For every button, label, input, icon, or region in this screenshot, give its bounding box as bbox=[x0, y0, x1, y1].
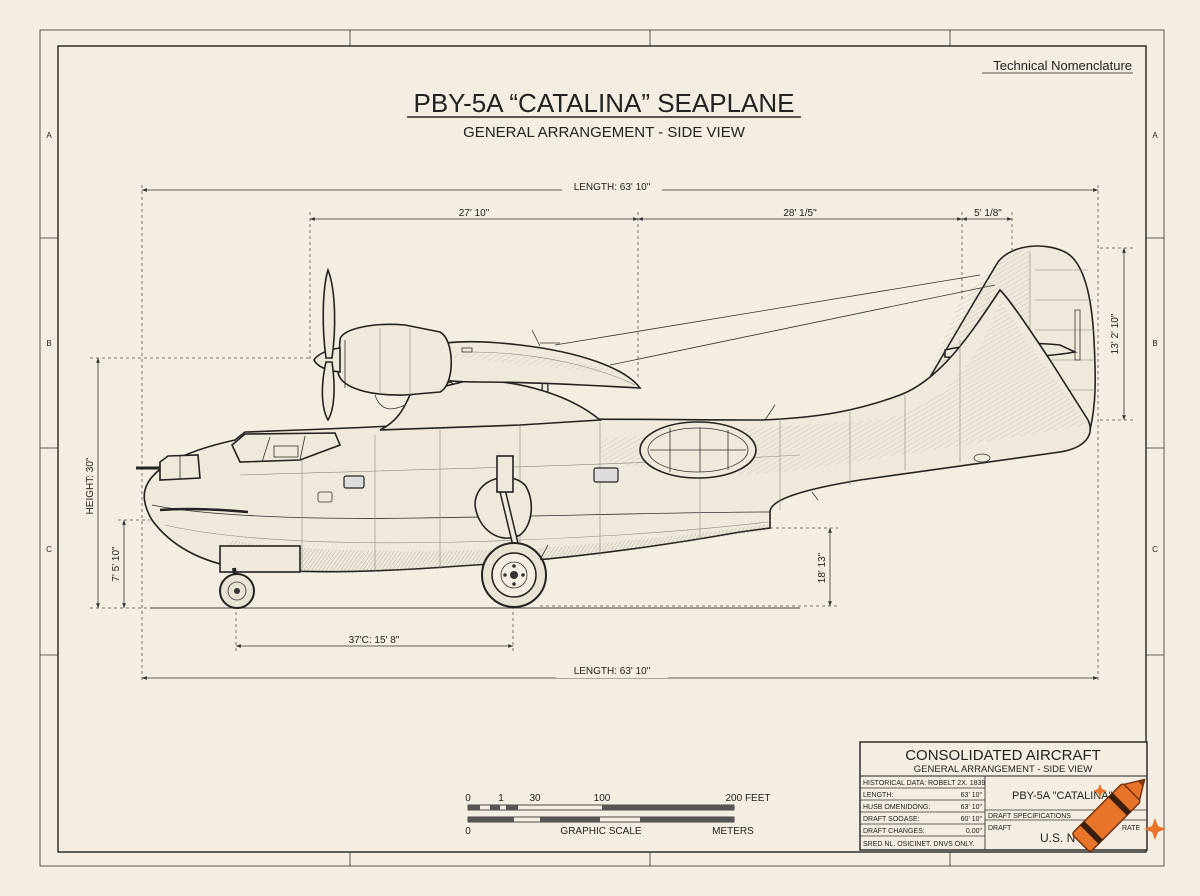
scale-tick-200: 200 FEET bbox=[725, 793, 770, 804]
border-refs-right: A B C bbox=[1152, 131, 1158, 554]
tb-row-0-label: HISTORICAL DATA: bbox=[863, 780, 926, 787]
tb-aircraft-name: PBY-5A "CATALINA" bbox=[1012, 790, 1113, 802]
dim-segment-3: 5' 1/8" bbox=[974, 208, 1002, 219]
aircraft-side-view bbox=[136, 245, 1096, 609]
corner-label: Technical Nomenclature bbox=[993, 58, 1132, 73]
tb-row-2-value: 63' 10" bbox=[961, 804, 983, 811]
tb-row-0-value: ROBELT 2X. 1839 bbox=[928, 780, 985, 787]
scale-caption: GRAPHIC SCALE bbox=[560, 826, 641, 837]
dim-length-bottom: LENGTH: 63' 10" bbox=[574, 666, 651, 677]
tb-draft-specs: DRAFT SPECIFICATIONS bbox=[988, 813, 1071, 820]
dim-segment-2: 28' 1/5" bbox=[783, 208, 817, 219]
crayon-icon bbox=[1072, 778, 1146, 852]
title-block-sheet-title: GENERAL ARRANGEMENT - SIDE VIEW bbox=[914, 764, 1092, 775]
scale-tick-100: 100 bbox=[594, 793, 611, 804]
tb-row-4-value: 0.00" bbox=[966, 828, 983, 835]
tb-row-4-label: DRAFT CHANGES: bbox=[863, 828, 925, 835]
tb-row-3-label: DRAFT SOOASE: bbox=[863, 816, 920, 823]
scale-tick-0: 0 bbox=[465, 793, 471, 804]
tb-draft-label: DRAFT bbox=[988, 825, 1012, 832]
title-block-company: CONSOLIDATED AIRCRAFT bbox=[905, 747, 1101, 764]
tb-row-1-label: LENGTH: bbox=[863, 792, 893, 799]
dim-wheelbase: 37'C: 15' 8" bbox=[349, 635, 400, 646]
dim-nose-height: 7' 5' 10" bbox=[111, 546, 122, 582]
page-subtitle: GENERAL ARRANGEMENT - SIDE VIEW bbox=[463, 124, 746, 141]
ref-right-a: A bbox=[1152, 131, 1158, 140]
dim-length-top: LENGTH: 63' 10" bbox=[574, 182, 651, 193]
border-refs-left: A B C bbox=[46, 131, 52, 554]
dim-segment-1: 27' 10" bbox=[459, 208, 490, 219]
ref-right-c: C bbox=[1152, 545, 1158, 554]
dim-gear-height: 18' 13" bbox=[817, 552, 828, 583]
scale-meters-label: METERS bbox=[712, 826, 754, 837]
scale-tick-30: 30 bbox=[529, 793, 541, 804]
sheet-border bbox=[39, 29, 1165, 867]
ref-left-c: C bbox=[46, 545, 52, 554]
ref-left-a: A bbox=[46, 131, 52, 140]
tb-row-1-value: 63' 10" bbox=[961, 792, 983, 799]
graphic-scale: 0 1 30 100 200 FEET 0 GRAPHIC SCALE METE… bbox=[465, 793, 770, 837]
tb-rate-label: RATE bbox=[1122, 825, 1140, 832]
ref-right-b: B bbox=[1152, 339, 1157, 348]
tb-row-3-value: 60' 10" bbox=[961, 816, 983, 823]
scale-tick-1: 1 bbox=[498, 793, 504, 804]
sparkle-icon bbox=[1093, 784, 1166, 840]
page-title: PBY-5A “CATALINA” SEAPLANE bbox=[414, 88, 795, 118]
scale-meter-0: 0 bbox=[465, 826, 471, 837]
ref-left-b: B bbox=[46, 339, 51, 348]
tb-row-2-label: HUSB OMENIDONG: bbox=[863, 804, 930, 811]
tb-footer: SRED NL. OSICINET. DNVS ONLY. bbox=[863, 841, 974, 848]
dim-tail-height: 13' 2' 10" bbox=[1110, 313, 1121, 354]
dimension-lines: LENGTH: 63' 10" 27' 10" 28' 1/5" 5' 1/8"… bbox=[85, 180, 1134, 680]
tb-navy-label: U.S. N bbox=[1040, 831, 1075, 845]
dim-height: HEIGHT: 30" bbox=[85, 457, 96, 514]
